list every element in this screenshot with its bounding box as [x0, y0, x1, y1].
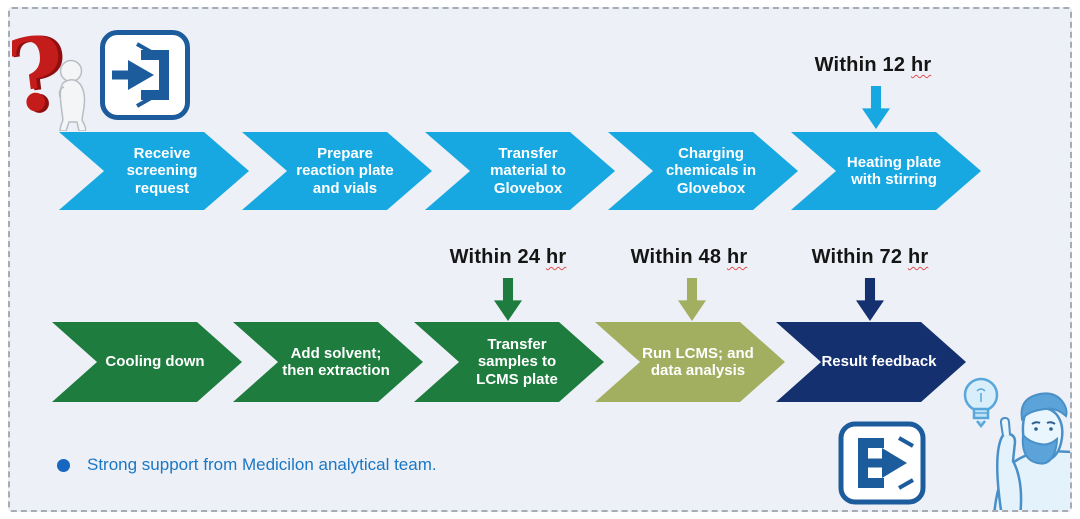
timing-unit: hr: [545, 246, 567, 268]
timing-text: Within 72: [811, 246, 903, 268]
timing-text: Within 24: [449, 246, 541, 268]
timing-label-48hr: Within 48 hr: [601, 246, 777, 269]
timing-label-24hr: Within 24 hr: [420, 246, 596, 269]
flow-step-cooling-down: Cooling down: [52, 322, 242, 402]
idea-person-icon: [963, 377, 1070, 510]
flow-step-add-solvent: Add solvent; then extraction: [233, 322, 423, 402]
down-arrow-12hr: [862, 86, 890, 129]
question-figure-icon: ? ?: [12, 29, 87, 131]
slide-panel: ? ? Within 12 hr Receive screening reque…: [8, 7, 1072, 512]
down-arrow-48hr: [678, 278, 706, 321]
flow-step-prepare-plate: Prepare reaction plate and vials: [242, 132, 432, 210]
timing-label-12hr: Within 12 hr: [785, 54, 961, 77]
flow-step-transfer-glovebox: Transfer material to Glovebox: [425, 132, 615, 210]
footer-note-text: Strong support from Medicilon analytical…: [87, 455, 437, 474]
flow-step-receive-request: Receive screening request: [59, 132, 249, 210]
flow-step-charging-chemicals: Charging chemicals in Glovebox: [608, 132, 798, 210]
flow-step-transfer-lcms: Transfer samples to LCMS plate: [414, 322, 604, 402]
timing-unit: hr: [726, 246, 748, 268]
bullet-icon: [57, 459, 70, 472]
down-arrow-72hr: [856, 278, 884, 321]
enter-icon: [100, 30, 190, 120]
timing-text: Within 48: [630, 246, 722, 268]
flow-row-1: Receive screening request Prepare reacti…: [59, 132, 981, 210]
flow-step-result-feedback: Result feedback: [776, 322, 966, 402]
flow-step-heating-plate: Heating plate with stirring: [791, 132, 981, 210]
flow-row-2: Cooling down Add solvent; then extractio…: [52, 322, 966, 402]
timing-text: Within 12: [814, 54, 906, 76]
timing-unit: hr: [907, 246, 929, 268]
footer-note: Strong support from Medicilon analytical…: [57, 455, 437, 475]
timing-unit: hr: [910, 54, 932, 76]
exit-icon: [838, 421, 926, 505]
flow-step-run-lcms: Run LCMS; and data analysis: [595, 322, 785, 402]
timing-label-72hr: Within 72 hr: [782, 246, 958, 269]
down-arrow-24hr: [494, 278, 522, 321]
